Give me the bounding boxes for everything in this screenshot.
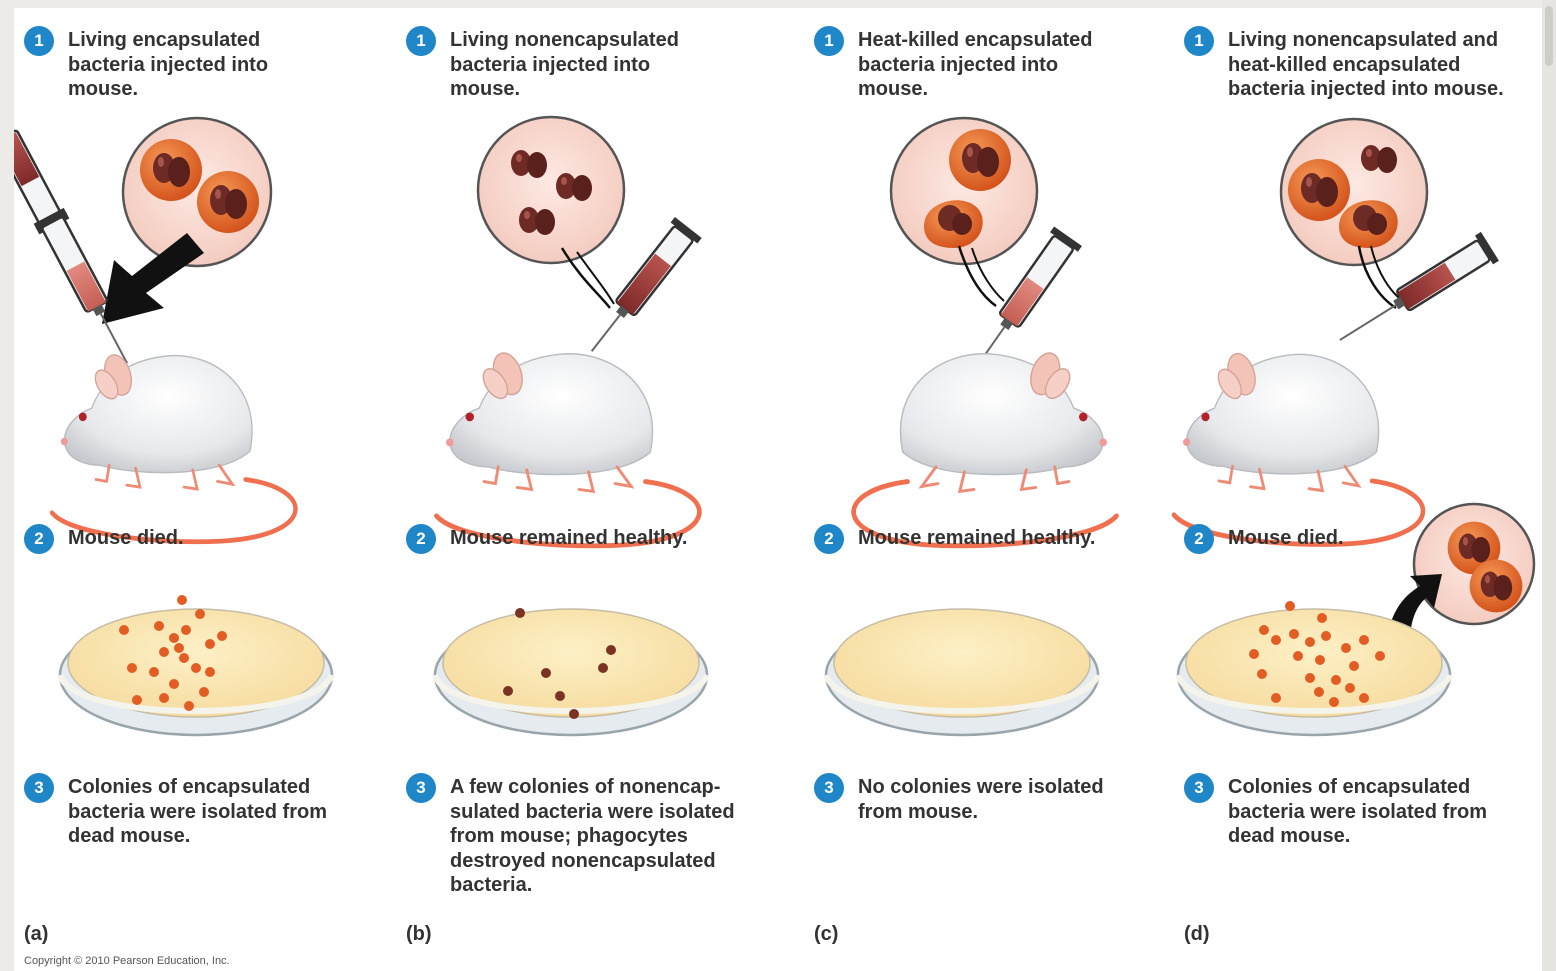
- panel-label: (c): [814, 923, 838, 946]
- step-3-text: Colonies of encapsulated bacteria were i…: [68, 775, 327, 849]
- copyright-notice: Copyright © 2010 Pearson Education, Inc.: [24, 955, 230, 967]
- panel-a: 1 Living encapsulated bacteria injected …: [24, 8, 414, 971]
- step-number-badge: 3: [24, 773, 54, 803]
- step-3: 3 A few colonies of nonencap- sulated ba…: [406, 775, 735, 898]
- panel-label: (a): [24, 923, 48, 946]
- step-3-text: No colonies were isolated from mouse.: [858, 775, 1104, 824]
- step-number-badge: 3: [1184, 773, 1214, 803]
- step-3: 3 Colonies of encapsulated bacteria were…: [24, 775, 327, 849]
- step-number-badge: 1: [24, 26, 54, 56]
- step-number-badge: 1: [406, 26, 436, 56]
- step-2: 2 Mouse died.: [1184, 526, 1344, 554]
- scrollbar[interactable]: [1542, 0, 1556, 971]
- step-1: 1 Heat-killed encapsulated bacteria inje…: [814, 28, 1093, 102]
- step-1: 1 Living nonencapsulated bacteria inject…: [406, 28, 679, 102]
- step-3-text: Colonies of encapsulated bacteria were i…: [1228, 775, 1487, 849]
- step-number-badge: 2: [814, 524, 844, 554]
- step-3: 3 No colonies were isolated from mouse.: [814, 775, 1104, 824]
- step-number-badge: 1: [814, 26, 844, 56]
- step-2-text: Mouse remained healthy.: [450, 526, 687, 551]
- panel-c: 1 Heat-killed encapsulated bacteria inje…: [814, 8, 1204, 971]
- step-number-badge: 3: [814, 773, 844, 803]
- step-2-text: Mouse died.: [68, 526, 184, 551]
- step-2: 2 Mouse remained healthy.: [814, 526, 1095, 554]
- step-1: 1 Living encapsulated bacteria injected …: [24, 28, 268, 102]
- panel-label: (b): [406, 923, 432, 946]
- step-2: 2 Mouse died.: [24, 526, 184, 554]
- panel-label: (d): [1184, 923, 1210, 946]
- step-1-text: Living nonencapsulated and heat-killed e…: [1228, 28, 1504, 102]
- step-number-badge: 1: [1184, 26, 1214, 56]
- step-1: 1 Living nonencapsulated and heat-killed…: [1184, 28, 1504, 102]
- step-number-badge: 2: [406, 524, 436, 554]
- scrollbar-thumb[interactable]: [1545, 6, 1553, 66]
- step-1-text: Living encapsulated bacteria injected in…: [68, 28, 268, 102]
- step-2-text: Mouse died.: [1228, 526, 1344, 551]
- panel-d: 1 Living nonencapsulated and heat-killed…: [1184, 8, 1534, 971]
- step-number-badge: 3: [406, 773, 436, 803]
- diagram-sheet: 1 Living encapsulated bacteria injected …: [14, 8, 1542, 971]
- step-2-text: Mouse remained healthy.: [858, 526, 1095, 551]
- step-1-text: Heat-killed encapsulated bacteria inject…: [858, 28, 1093, 102]
- step-3-text: A few colonies of nonencap- sulated bact…: [450, 775, 735, 898]
- step-number-badge: 2: [24, 524, 54, 554]
- panel-b: 1 Living nonencapsulated bacteria inject…: [406, 8, 796, 971]
- step-1-text: Living nonencapsulated bacteria injected…: [450, 28, 679, 102]
- step-number-badge: 2: [1184, 524, 1214, 554]
- step-2: 2 Mouse remained healthy.: [406, 526, 687, 554]
- step-3: 3 Colonies of encapsulated bacteria were…: [1184, 775, 1487, 849]
